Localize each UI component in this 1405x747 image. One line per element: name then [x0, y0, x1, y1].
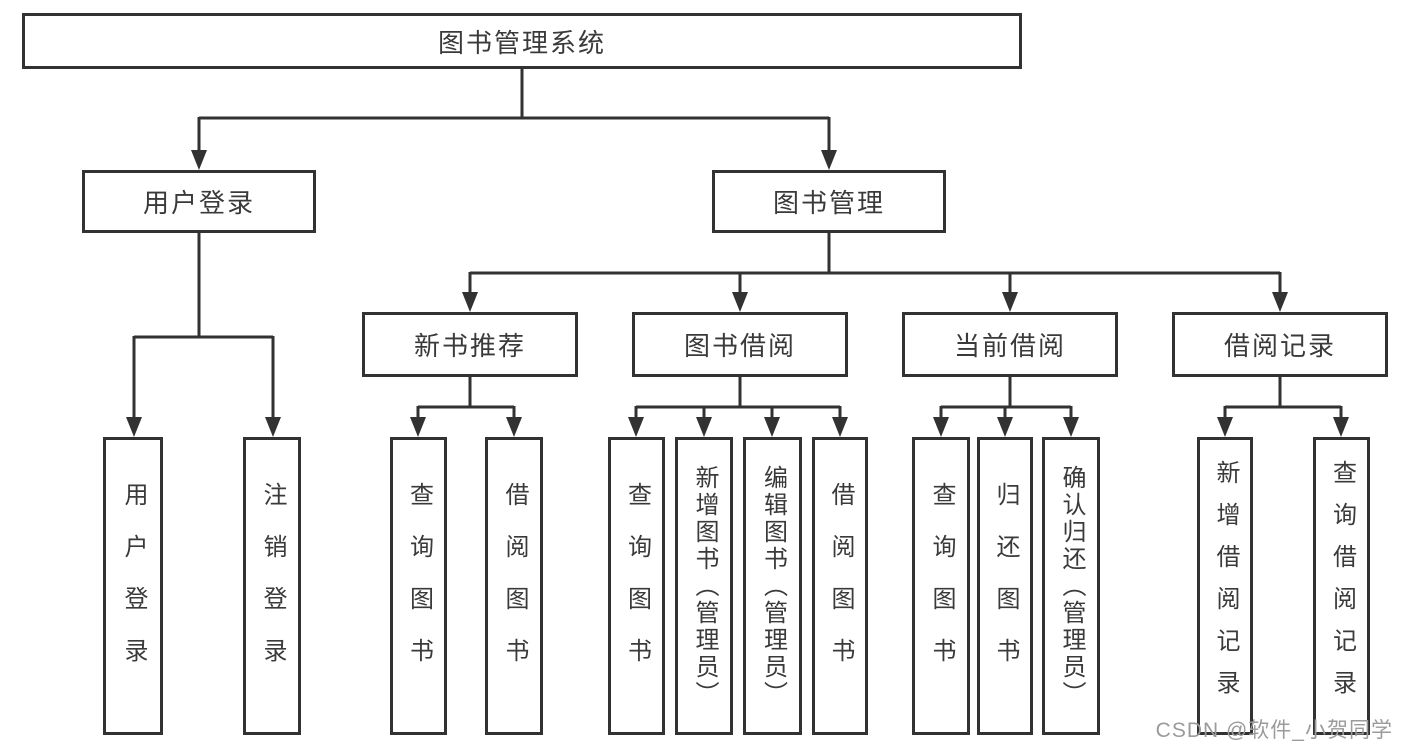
- leaf-add-book-admin: 新增图书（管理员）: [675, 437, 733, 735]
- leaf-edit-book-admin: 编辑图书（管理员）: [743, 437, 802, 735]
- node-user-login-label: 用户登录: [142, 188, 255, 218]
- arrowheads: [126, 150, 1349, 437]
- node-current-borrow-label: 当前借阅: [953, 331, 1066, 361]
- leaf-confirm-return-admin: 确认归还（管理员）: [1042, 437, 1100, 735]
- connector-stems: [132, 69, 1343, 418]
- leaf-query-books-borrow: 查询图书: [608, 437, 665, 735]
- leaf-logout-login-label: 注销登录: [259, 482, 286, 690]
- node-current-borrow: 当前借阅: [902, 312, 1118, 377]
- node-root-system: 图书管理系统: [22, 13, 1022, 69]
- node-book-management-label: 图书管理: [772, 188, 885, 218]
- leaf-add-borrow-record: 新增借阅记录: [1197, 437, 1253, 735]
- leaf-user-login: 用户登录: [103, 437, 163, 735]
- node-book-management: 图书管理: [712, 170, 946, 233]
- leaf-query-borrow-record: 查询借阅记录: [1313, 437, 1370, 735]
- leaf-query-books-current-label: 查询图书: [928, 482, 955, 690]
- node-borrow-records-label: 借阅记录: [1223, 331, 1336, 361]
- leaf-logout-login: 注销登录: [243, 437, 301, 735]
- leaf-borrow-books-recommend-label: 借阅图书: [501, 482, 528, 690]
- leaf-query-books-recommend-label: 查询图书: [405, 482, 433, 690]
- leaf-return-book: 归还图书: [977, 437, 1033, 735]
- node-borrow-records: 借阅记录: [1172, 312, 1388, 377]
- node-book-borrow-label: 图书借阅: [683, 331, 796, 361]
- leaf-user-login-label: 用户登录: [120, 482, 147, 690]
- csdn-watermark: CSDN @软件_小贺同学: [1155, 719, 1393, 742]
- node-new-book-recommend: 新书推荐: [362, 312, 578, 377]
- leaf-edit-book-admin-label: 编辑图书（管理员）: [759, 464, 787, 708]
- leaf-query-books-borrow-label: 查询图书: [623, 482, 651, 690]
- leaf-query-books-recommend: 查询图书: [390, 437, 447, 735]
- node-user-login: 用户登录: [82, 170, 316, 233]
- leaf-query-borrow-record-label: 查询借阅记录: [1328, 460, 1356, 712]
- leaf-query-books-current: 查询图书: [912, 437, 970, 735]
- leaf-borrow-books-recommend: 借阅图书: [485, 437, 543, 735]
- node-book-borrow: 图书借阅: [632, 312, 848, 377]
- leaf-add-book-admin-label: 新增图书（管理员）: [691, 464, 718, 708]
- leaf-add-borrow-record-label: 新增借阅记录: [1212, 460, 1239, 712]
- node-new-book-recommend-label: 新书推荐: [413, 331, 526, 361]
- leaf-borrow-books-borrow: 借阅图书: [812, 437, 868, 735]
- node-root-system-label: 图书管理系统: [437, 27, 606, 58]
- leaf-borrow-books-borrow-label: 借阅图书: [827, 482, 854, 690]
- leaf-return-book-label: 归还图书: [992, 482, 1019, 690]
- leaf-confirm-return-admin-label: 确认归还（管理员）: [1058, 464, 1085, 708]
